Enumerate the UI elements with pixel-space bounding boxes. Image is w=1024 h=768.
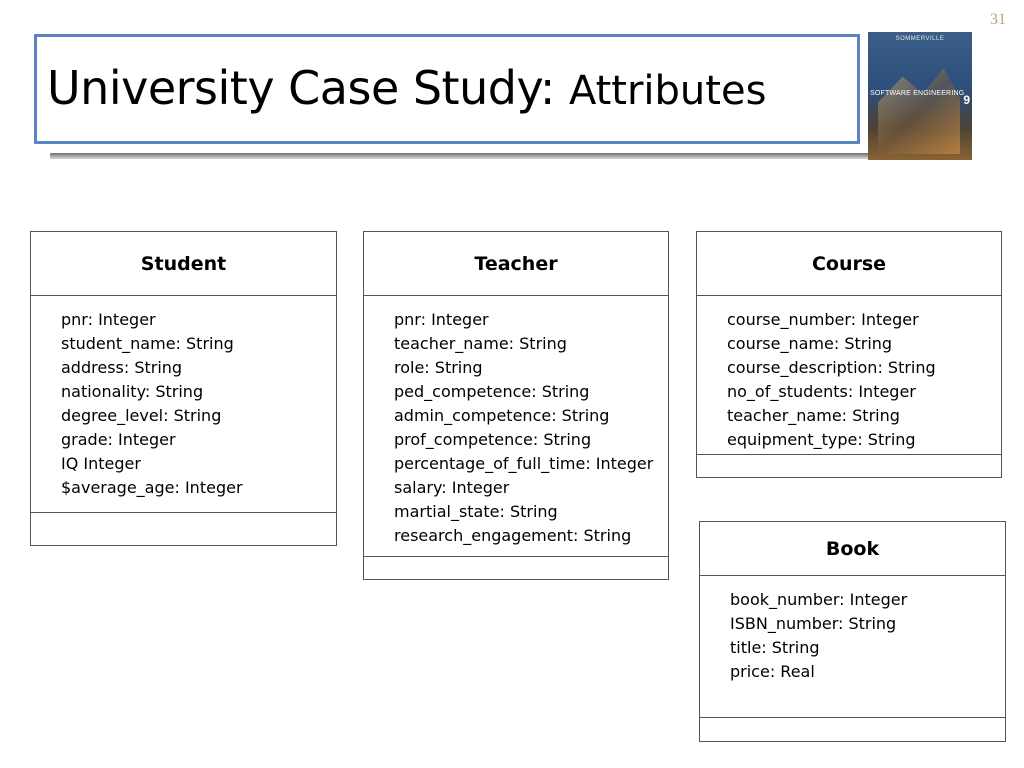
cover-author: SOMMERVILLE [895, 36, 945, 42]
class-attribute: salary: Integer [394, 478, 510, 497]
class-attribute: research_engagement: String [394, 526, 632, 545]
class-attribute: ISBN_number: String [730, 614, 897, 633]
class-attribute: martial_state: String [394, 502, 558, 521]
class-attributes-teacher: pnr: Integer teacher_name: String role: St… [364, 296, 668, 557]
class-attribute: degree_level: String [61, 406, 222, 425]
class-attribute: pnr: Integer [61, 310, 156, 329]
class-attribute: no_of_students: Integer [727, 382, 916, 401]
class-box-course: Course course_number: Integer course_name… [696, 231, 1002, 478]
class-attributes-course: course_number: Integer course_name: Strin… [697, 296, 1001, 455]
slide-number: 31 [990, 11, 1006, 28]
class-name-course: Course [697, 232, 1001, 296]
slide-title-main: University Case Study: [47, 61, 569, 115]
class-attribute: role: String [394, 358, 483, 377]
cover-title: SOFTWARE ENGINEERING [870, 90, 965, 97]
class-attribute: equipment_type: String [727, 430, 916, 449]
slide-title: University Case Study: Attributes [47, 61, 766, 115]
class-attribute: IQ Integer [61, 454, 141, 473]
class-attribute: $average_age: Integer [61, 478, 243, 497]
class-attribute: percentage_of_full_time: Integer [394, 454, 654, 473]
class-attribute: pnr: Integer [394, 310, 489, 329]
class-attribute: course_description: String [727, 358, 936, 377]
cover-edition: 9 [963, 93, 970, 107]
class-attribute: prof_competence: String [394, 430, 592, 449]
class-attribute: admin_competence: String [394, 406, 610, 425]
cover-building-graphic [878, 68, 960, 154]
class-attribute: grade: Integer [61, 430, 176, 449]
class-attribute: book_number: Integer [730, 590, 908, 609]
class-attribute: student_name: String [61, 334, 234, 353]
class-name-book: Book [700, 522, 1005, 576]
class-attribute: address: String [61, 358, 183, 377]
class-name-student: Student [31, 232, 336, 296]
class-attribute: ped_competence: String [394, 382, 590, 401]
class-attribute: title: String [730, 638, 820, 657]
class-attribute: nationality: String [61, 382, 204, 401]
class-attribute: course_name: String [727, 334, 893, 353]
title-box: University Case Study: Attributes [34, 34, 860, 144]
class-box-student: Student pnr: Integer student_name: String… [30, 231, 337, 546]
book-cover-image: SOMMERVILLE SOFTWARE ENGINEERING 9 [868, 32, 972, 160]
slide-title-sub: Attributes [568, 68, 767, 114]
title-shadow-bar [50, 153, 870, 159]
class-attributes-student: pnr: Integer student_name: String address:… [31, 296, 336, 513]
class-box-teacher: Teacher pnr: Integer teacher_name: String… [363, 231, 669, 580]
class-attribute: teacher_name: String [727, 406, 900, 425]
class-name-teacher: Teacher [364, 232, 668, 296]
class-attribute: teacher_name: String [394, 334, 567, 353]
class-attribute: price: Real [730, 662, 815, 681]
class-attribute: course_number: Integer [727, 310, 919, 329]
